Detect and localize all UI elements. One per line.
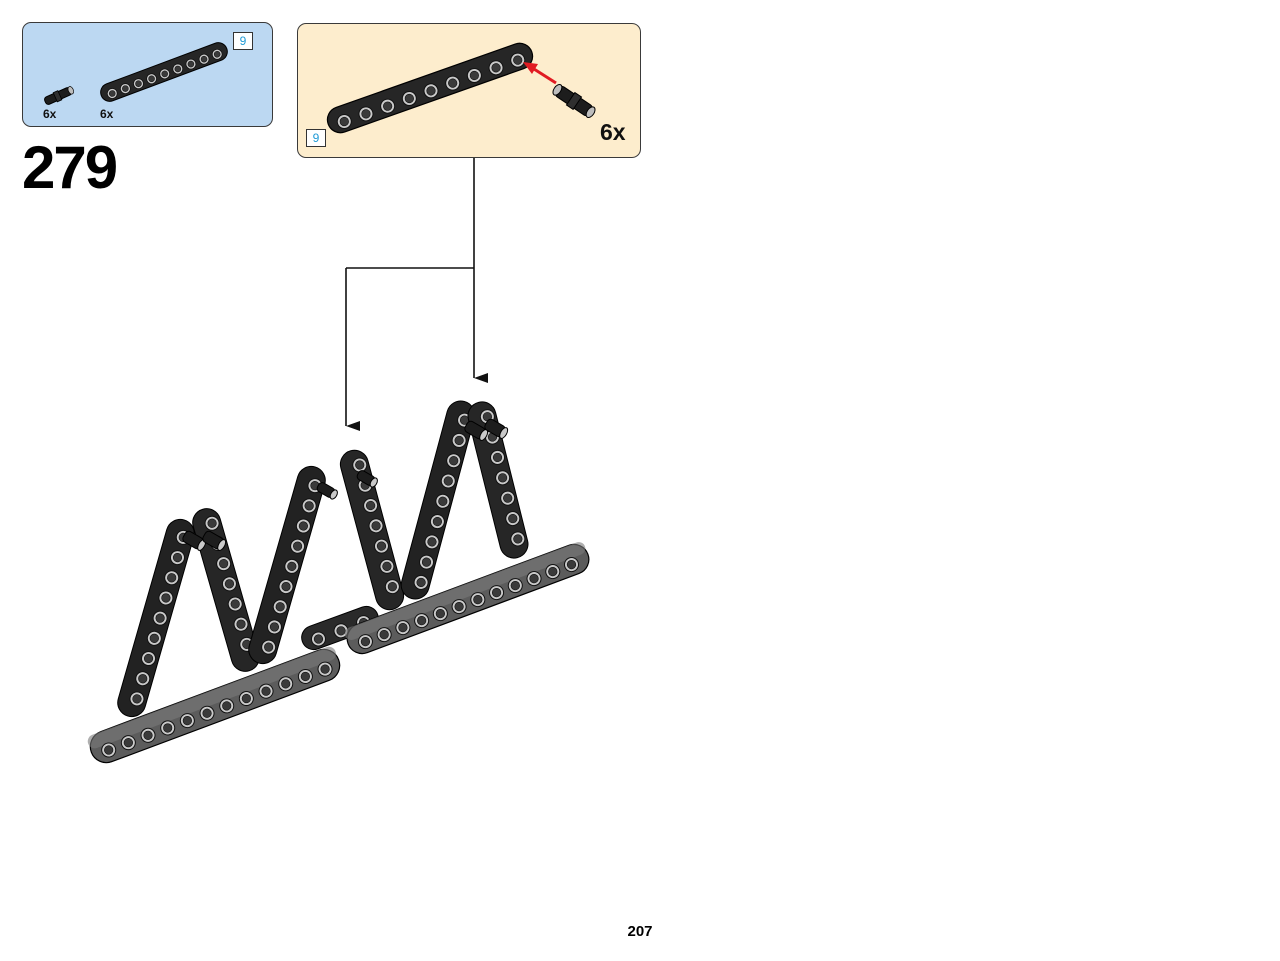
subassembly-pin-icon [552, 83, 596, 119]
insertion-arrow-icon [523, 62, 557, 85]
model-assembly [87, 400, 590, 764]
beam-quantity: 6x [100, 107, 114, 121]
beam-9-icon [100, 42, 228, 102]
frame-1-pins [182, 530, 227, 551]
frame-2-right-leg [339, 449, 405, 611]
pin-quantity: 6x [43, 107, 57, 121]
frame-1-left-leg [117, 518, 195, 718]
left-base-beam [87, 646, 341, 764]
beam-length-badge: 9 [233, 32, 253, 50]
subassembly-box: 9 6x [297, 23, 641, 158]
frame-1-right-leg [192, 508, 260, 672]
frame-3-pins [464, 418, 509, 441]
page-number: 207 [627, 923, 653, 940]
frame-2-pins [316, 470, 378, 500]
connector-pin-icon [44, 86, 74, 105]
frame-3-left-leg [400, 400, 476, 600]
subassembly-beam-length-badge: 9 [306, 129, 326, 147]
middle-link-beam [301, 605, 379, 651]
subassembly-beam-icon [326, 42, 534, 134]
step-number: 279 [22, 134, 118, 201]
right-base-beam [344, 542, 590, 655]
subassembly-multiplier: 6x [600, 119, 626, 145]
frame-3-right-leg [467, 401, 529, 559]
frame-2-left-leg [248, 465, 326, 665]
placement-arrows [345, 158, 488, 431]
